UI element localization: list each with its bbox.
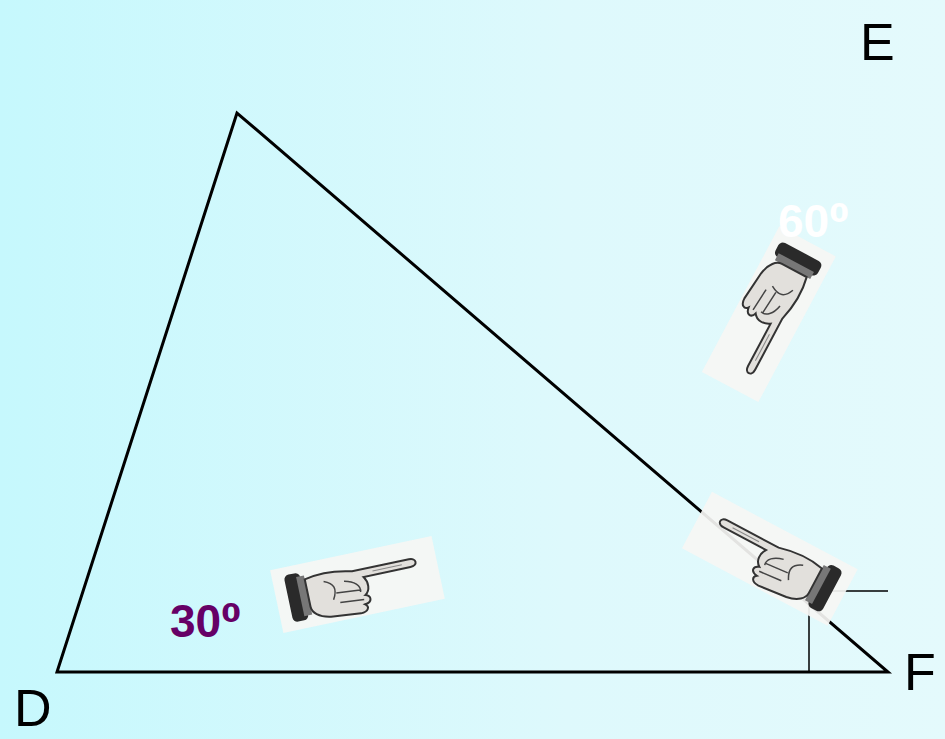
pointing-hand: [702, 226, 836, 402]
pointing-hand: [270, 536, 445, 633]
vertex-label: E: [860, 16, 895, 68]
angle-label: 30⁰: [170, 598, 241, 644]
pointing-hand: [682, 492, 858, 626]
triangle: [57, 113, 888, 672]
vertex-label: F: [904, 646, 936, 698]
angle-label: 60⁰: [778, 198, 849, 244]
vertex-label: D: [14, 682, 52, 734]
